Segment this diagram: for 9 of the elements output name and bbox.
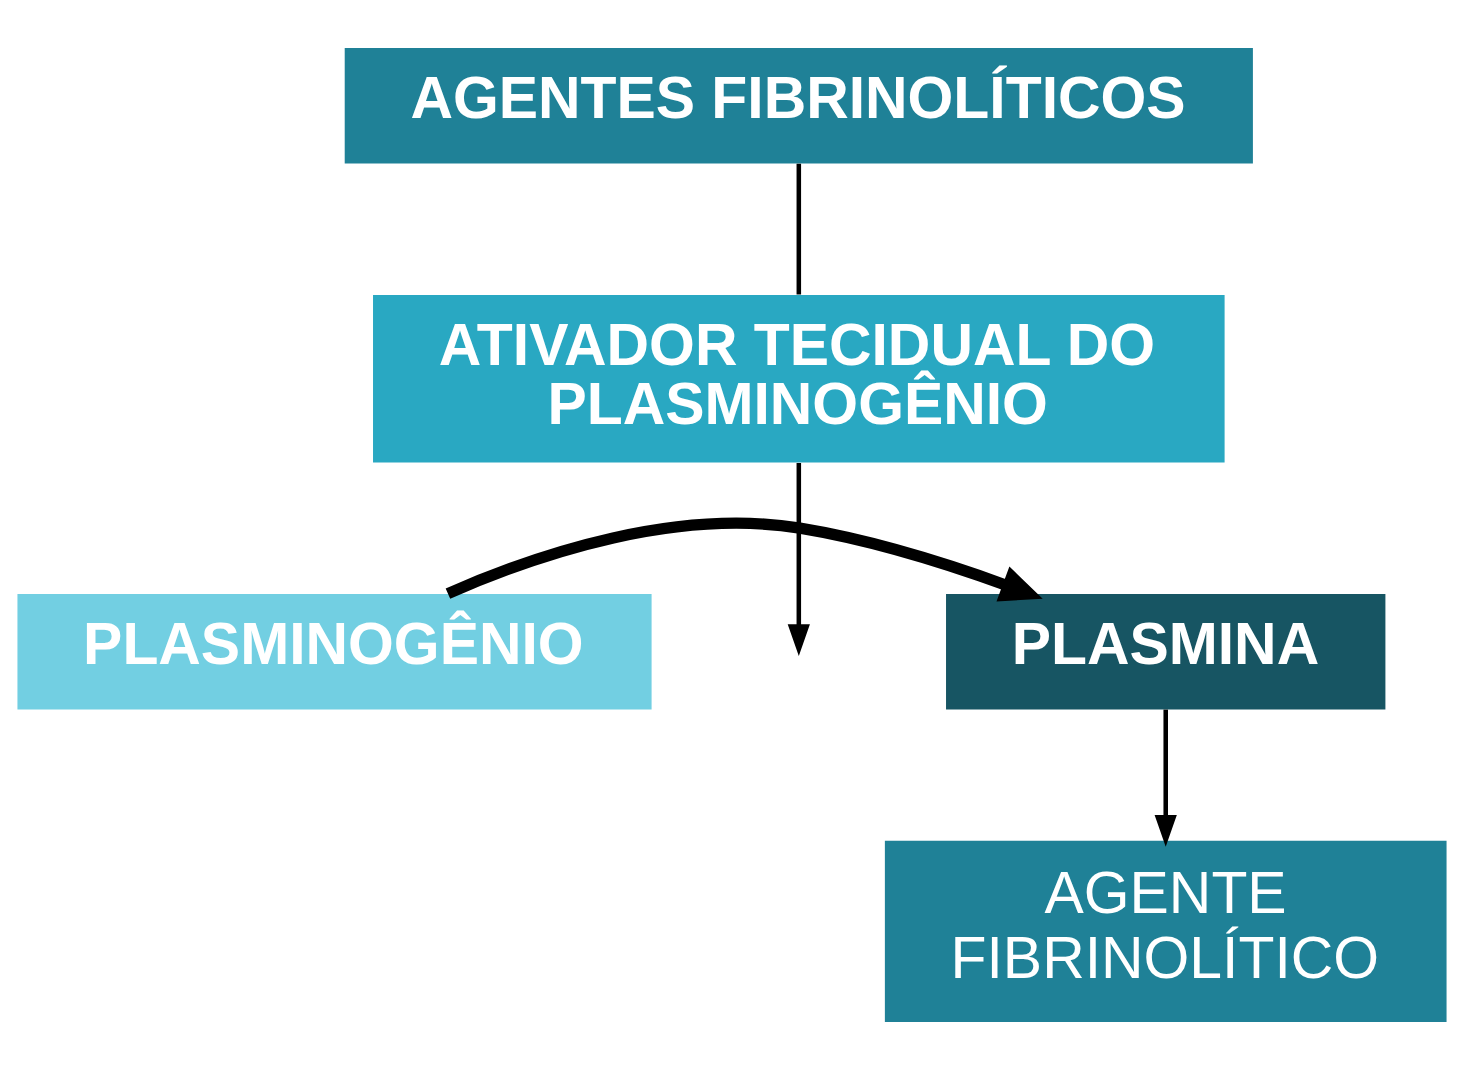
arrow <box>445 517 1043 602</box>
arrow <box>787 463 810 656</box>
node-box: PLASMINOGÊNIO <box>17 593 652 710</box>
arrow <box>1154 709 1177 847</box>
connector <box>796 163 802 295</box>
node-box: AGENTE FIBRINOLÍTICO <box>884 840 1447 1022</box>
node-box: AGENTES FIBRINOLÍTICOS <box>344 48 1253 164</box>
node-box: PLASMINA <box>946 593 1386 710</box>
node-box: ATIVADOR TECIDUAL DO PLASMINOGÊNIO <box>373 294 1225 463</box>
